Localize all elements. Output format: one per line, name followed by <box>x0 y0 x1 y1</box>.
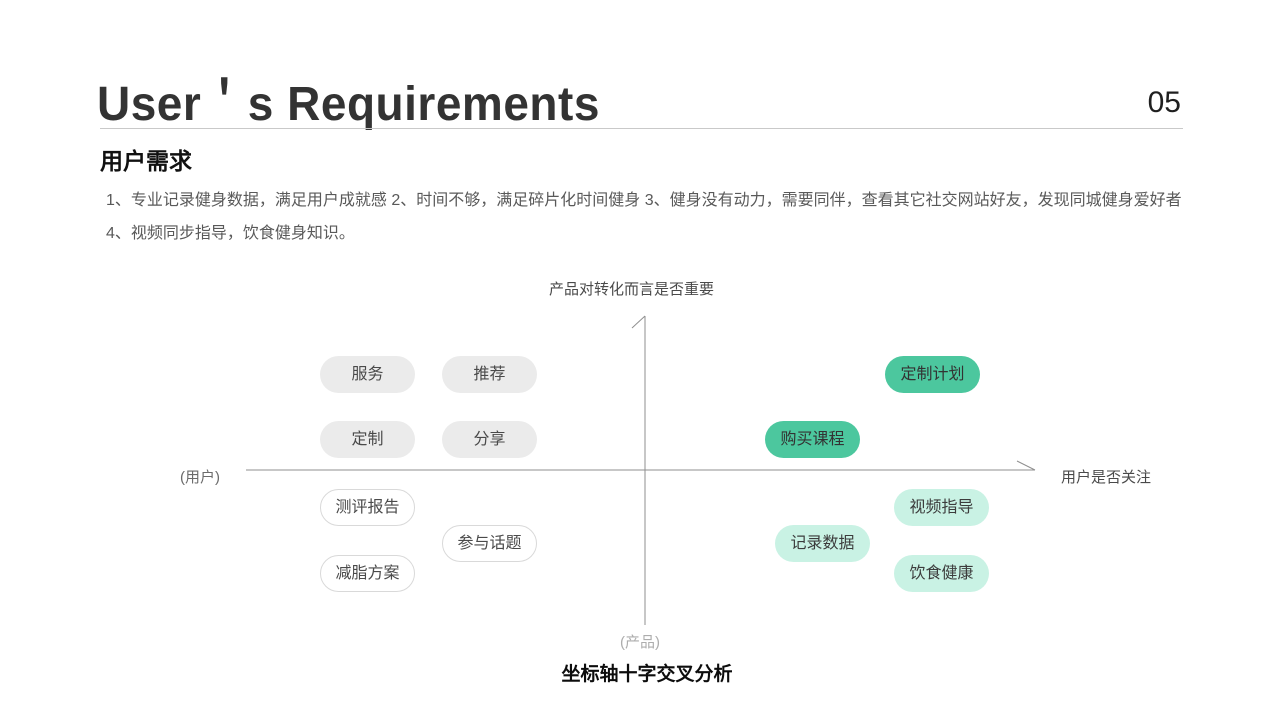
pill-fat-loss-plan: 减脂方案 <box>320 555 415 592</box>
slide-title: User＇s Requirements <box>97 76 600 131</box>
x-axis-left-label: (用户) <box>180 469 220 486</box>
header-divider <box>100 128 1183 129</box>
diagram-caption: 坐标轴十字交叉分析 <box>561 664 733 685</box>
quadrant-axes <box>246 315 1036 625</box>
requirements-line-1: 1、专业记录健身数据，满足用户成就感 2、时间不够，满足碎片化时间健身 3、健身… <box>106 192 1182 209</box>
y-axis-bottom-label: (产品) <box>620 634 660 651</box>
requirements-text: 1、专业记录健身数据，满足用户成就感 2、时间不够，满足碎片化时间健身 3、健身… <box>106 184 1196 250</box>
pill-customize: 定制 <box>320 421 415 458</box>
pill-custom-plan: 定制计划 <box>885 356 980 393</box>
pill-evaluation-report: 测评报告 <box>320 489 415 526</box>
x-axis-arrowhead <box>1016 460 1036 471</box>
pill-buy-course: 购买课程 <box>765 421 860 458</box>
requirements-line-2: 4、视频同步指导，饮食健身知识。 <box>106 225 355 242</box>
section-heading: 用户需求 <box>100 148 192 174</box>
pill-video-guide: 视频指导 <box>894 489 989 526</box>
y-axis-top-label: 产品对转化而言是否重要 <box>549 281 715 298</box>
y-axis-arrowhead <box>631 315 646 329</box>
pill-share: 分享 <box>442 421 537 458</box>
pill-record-data: 记录数据 <box>775 525 870 562</box>
pill-join-topic: 参与话题 <box>442 525 537 562</box>
page-number: 05 <box>1147 86 1181 119</box>
pill-recommend: 推荐 <box>442 356 537 393</box>
pill-diet-health: 饮食健康 <box>894 555 989 592</box>
x-axis-right-label: 用户是否关注 <box>1061 469 1152 486</box>
pill-service: 服务 <box>320 356 415 393</box>
